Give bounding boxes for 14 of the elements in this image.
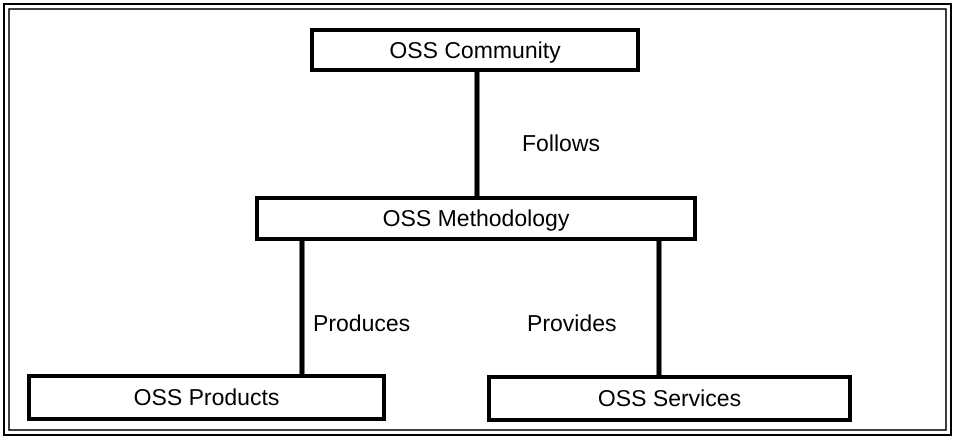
- process-box: [27, 374, 386, 421]
- connector-line: [656, 241, 662, 375]
- edge-label: Produces: [313, 310, 410, 337]
- process-box: [255, 196, 697, 241]
- box-label: OSS Methodology: [382, 205, 570, 232]
- connector-line: [474, 72, 480, 196]
- edge-label: Provides: [527, 310, 616, 337]
- edge-label: Follows: [522, 130, 600, 157]
- process-box: [487, 375, 852, 422]
- box-label: OSS Services: [598, 385, 742, 412]
- process-box: [310, 28, 640, 72]
- box-label: OSS Community: [389, 36, 561, 64]
- box-label: OSS Products: [134, 384, 280, 411]
- connector-line: [300, 241, 304, 374]
